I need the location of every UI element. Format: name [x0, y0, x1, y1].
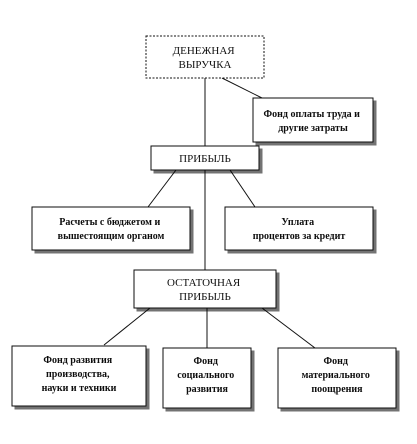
- svg-text:Расчеты с бюджетом и выш: Расчеты с бюджетом и вышестоящим органом: [58, 217, 165, 242]
- connector-residual-incentive-fund: [261, 307, 316, 349]
- node-budget-line-2: вышестоящим органом: [58, 231, 165, 242]
- node-interest: Уплата процентов за кредит: [224, 206, 374, 251]
- node-social-fund-line-1: Фонд: [194, 356, 218, 367]
- node-dev-fund-line-3: науки и техники: [42, 383, 117, 394]
- node-social-fund: Фонд социального развития: [162, 347, 252, 409]
- svg-text:ПРИБЫЛЬ: ПРИБЫЛЬ: [179, 153, 231, 165]
- node-residual-profit-line-1: ОСТАТОЧНАЯ: [167, 277, 241, 289]
- node-revenue: ДЕНЕЖНАЯ ВЫРУЧКА: [145, 35, 265, 79]
- svg-text:ДЕНЕЖНАЯ ВЫРУЧКА: ДЕНЕЖНАЯ ВЫРУЧКА: [173, 45, 238, 71]
- svg-text:ОСТАТОЧНАЯ ПРИБЫЛЬ: ОСТАТОЧНАЯ ПРИБЫЛЬ: [167, 277, 243, 303]
- node-residual-profit-line-2: ПРИБЫЛЬ: [179, 291, 231, 303]
- node-incentive-fund-line-3: поощрения: [311, 384, 363, 395]
- node-dev-fund-line-1: Фонд развития: [43, 355, 112, 366]
- node-dev-fund: Фонд развития производства, науки и техн…: [11, 345, 147, 407]
- node-budget-line-1: Расчеты с бюджетом и: [59, 217, 160, 228]
- node-social-fund-line-2: социального: [177, 370, 234, 381]
- node-budget: Расчеты с бюджетом и вышестоящим органом: [31, 206, 191, 251]
- node-labor-fund-line-1: Фонд оплаты труда и: [264, 109, 361, 120]
- node-profit: ПРИБЫЛЬ: [150, 145, 260, 171]
- node-labor-fund: Фонд оплаты труда и другие затраты: [252, 97, 374, 143]
- svg-text:Фонд оплаты труда и друг: Фонд оплаты труда и другие затраты: [264, 109, 363, 134]
- node-incentive-fund: Фонд материального поощрения: [277, 347, 397, 409]
- node-social-fund-line-3: развития: [186, 384, 228, 395]
- node-revenue-line-1: ДЕНЕЖНАЯ: [173, 45, 236, 57]
- node-profit-line-1: ПРИБЫЛЬ: [179, 153, 231, 165]
- node-interest-line-2: процентов за кредит: [253, 231, 346, 242]
- svg-text:Уплата процентов за кред: Уплата процентов за кредит: [253, 217, 346, 242]
- node-revenue-line-2: ВЫРУЧКА: [179, 59, 232, 71]
- node-labor-fund-line-2: другие затраты: [278, 123, 348, 134]
- node-incentive-fund-line-1: Фонд: [324, 356, 348, 367]
- node-interest-line-1: Уплата: [281, 217, 314, 228]
- connector-profit-interest: [229, 169, 256, 208]
- svg-text:Фонд материального: Фонд материального поощрения: [302, 356, 373, 395]
- svg-text:Фонд развития производст: Фонд развития производства, науки и техн…: [42, 355, 117, 394]
- node-incentive-fund-line-2: материального: [302, 370, 370, 381]
- node-dev-fund-line-2: производства,: [46, 369, 110, 380]
- svg-text:Фонд социального р: Фонд социального развития: [177, 356, 237, 395]
- connector-residual-dev-fund: [103, 307, 151, 346]
- connector-revenue-labor-fund: [221, 77, 263, 99]
- connectors: [103, 77, 316, 349]
- connector-profit-budget: [147, 169, 177, 208]
- node-residual-profit: ОСТАТОЧНАЯ ПРИБЫЛЬ: [133, 269, 277, 309]
